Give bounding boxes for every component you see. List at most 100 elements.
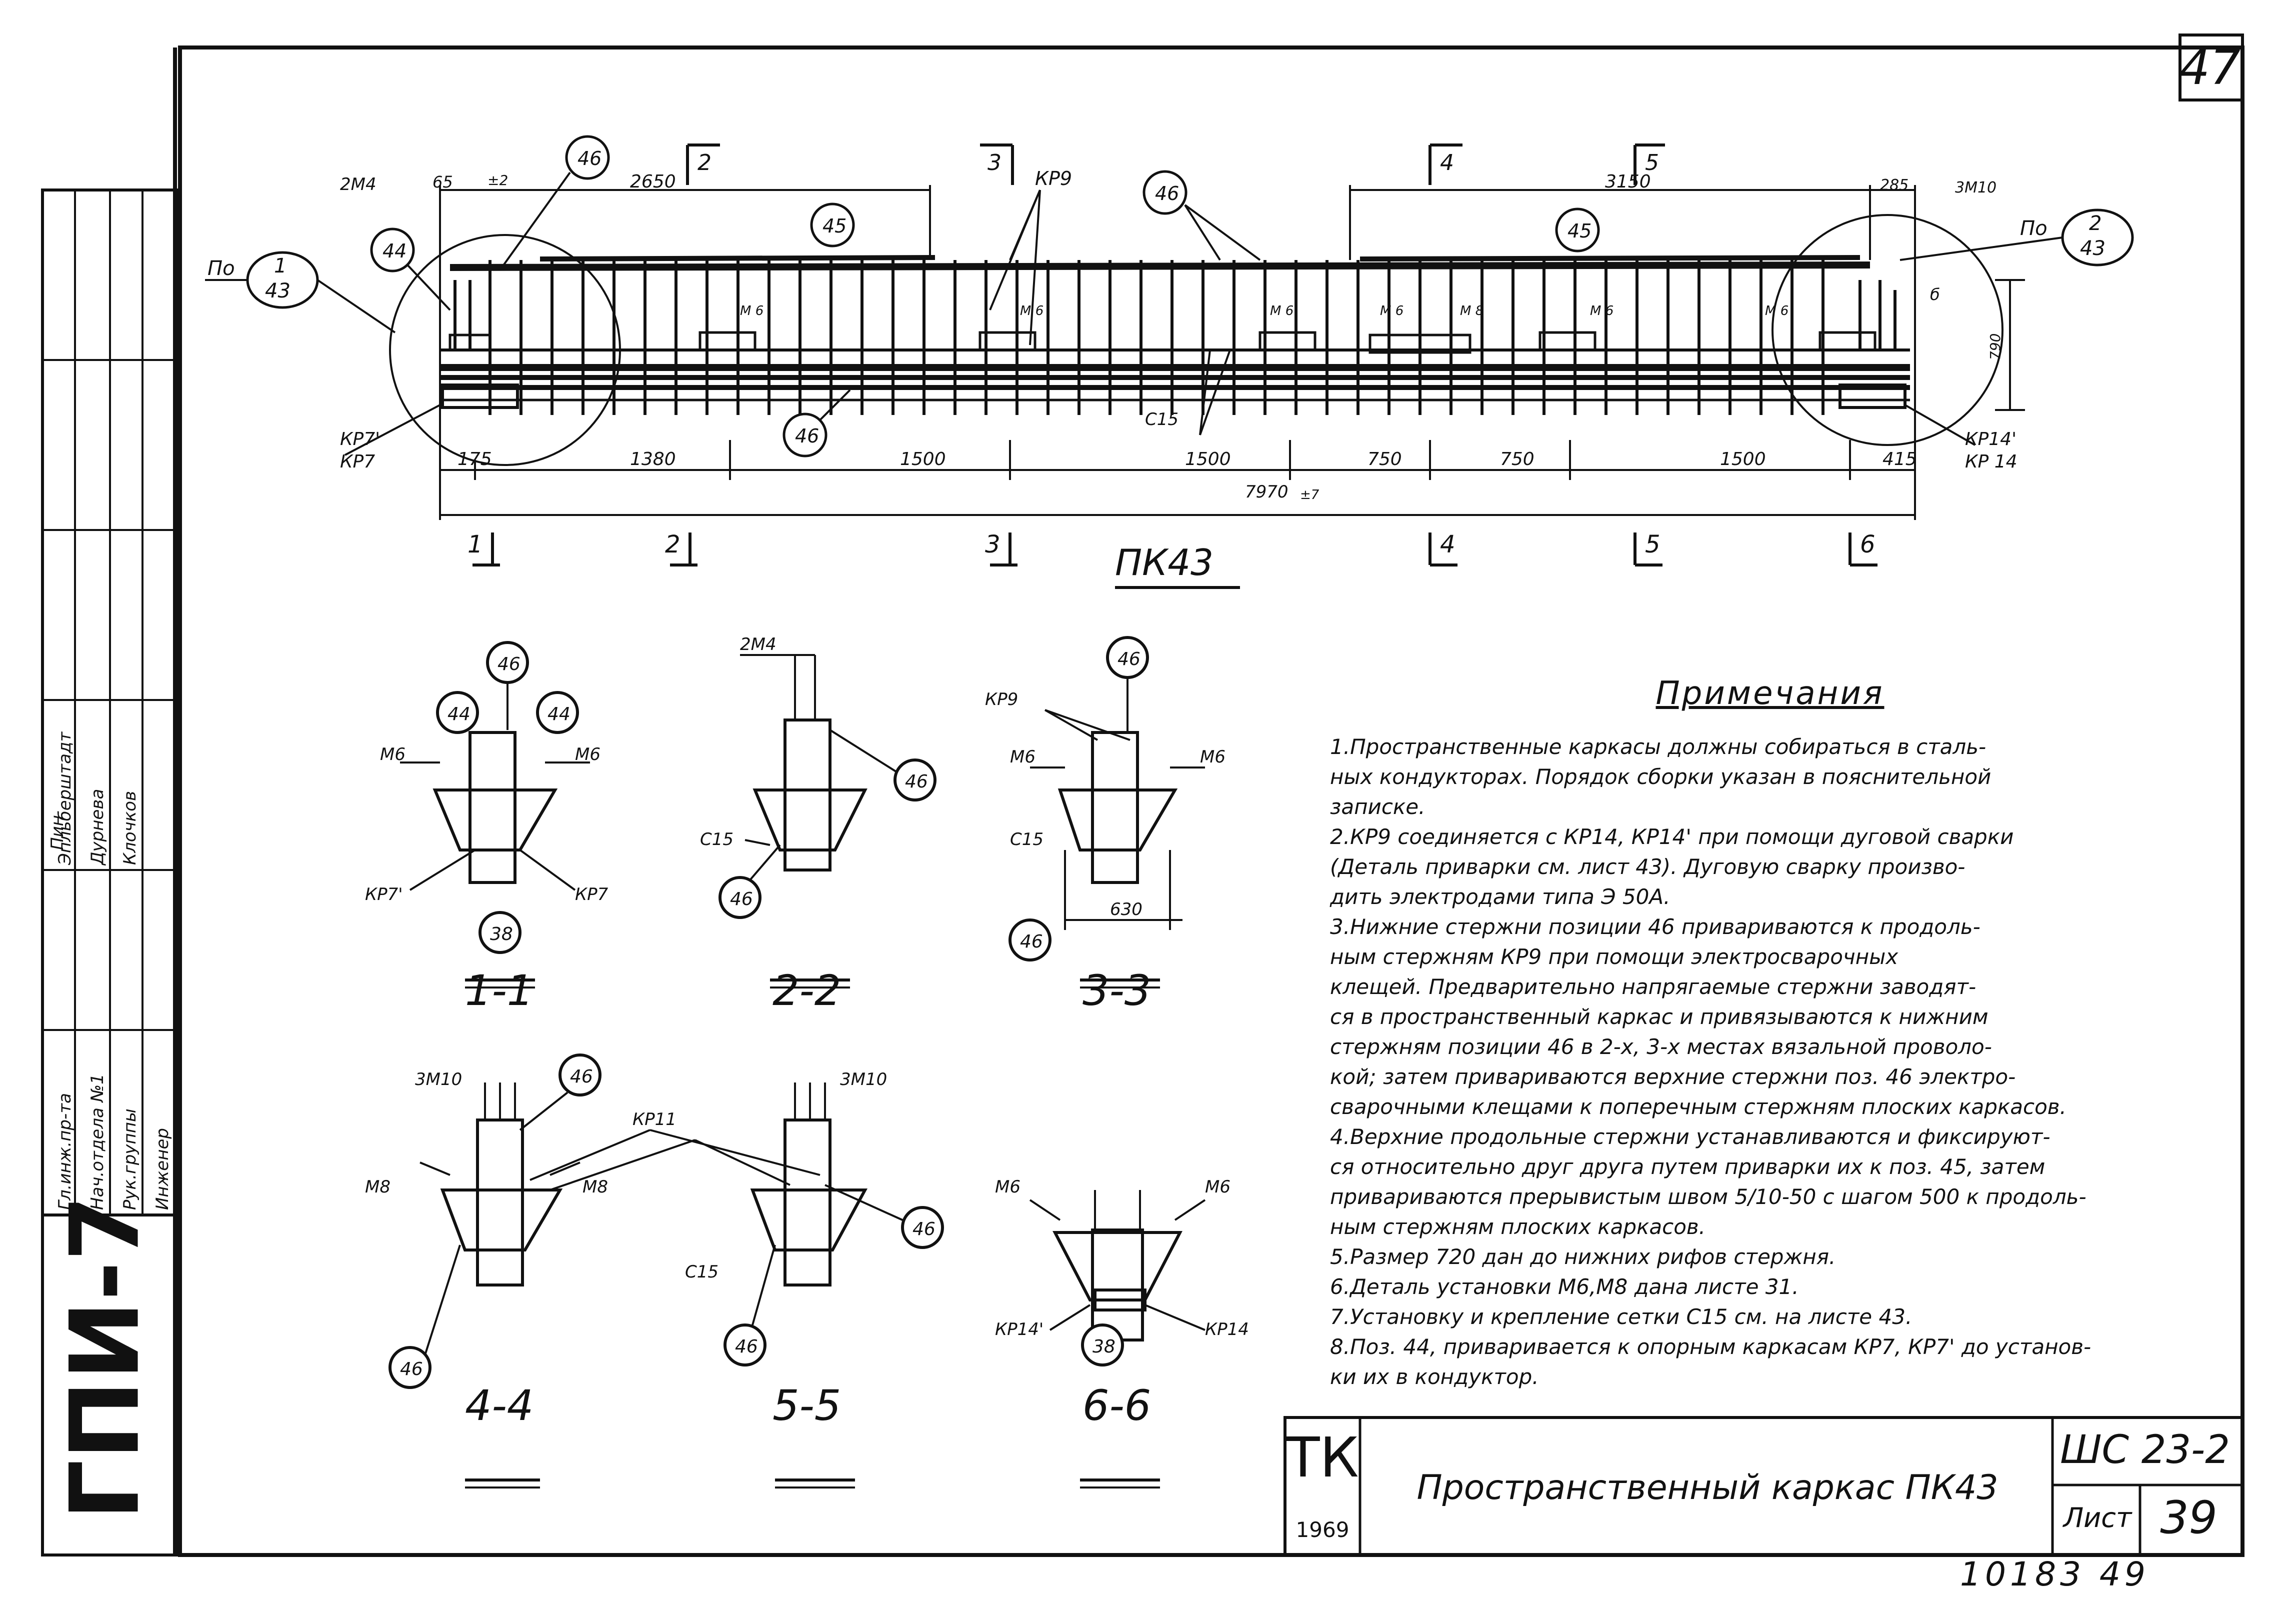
section-title-5-5: 5-5 [772,1381,841,1430]
stamp-role: Нач.отдела №1 [88,1074,108,1210]
note-line: ным стержням КР9 при помощи электросваро… [1330,944,1898,969]
sheet-number: 39 [2160,1491,2218,1544]
cage-elevation [389,214,2004,466]
note-line: 6.Деталь установки М6,М8 дана листе 31. [1330,1274,1799,1299]
dim-bottom-1: 1380 [630,449,676,470]
series-code: ШС 23-2 [2060,1428,2230,1472]
notes-list: 1.Пространственные каркасы должны собира… [1330,732,2210,1392]
dim-bottom-2: 1500 [900,449,946,470]
marker-6: М 6 [1590,304,1614,318]
institute-stamp: ГПИ-7 [45,1195,160,1520]
dim-bottom-5: 750 [1500,449,1534,470]
note-line: 8.Поз. 44, приваривается к опорным карка… [1330,1334,2092,1359]
s11-pos44a: 44 [448,704,470,724]
s33-dim630: 630 [1110,900,1142,920]
label-b: б [1930,285,1940,304]
top-cut-number-4: 4 [1440,150,1454,176]
stirrups [488,260,1824,415]
ref-label-right: По [2020,217,2048,240]
note-line: ки их в кондуктор. [1330,1364,1539,1389]
notes-title: Примечания [1656,675,1884,712]
section-4-4 [388,1054,602,1488]
s11-kp7: КР7 [575,884,608,904]
stamp-role: Инженер [152,1128,172,1210]
s55-pos46b: 46 [735,1336,758,1357]
s55-c15: С15 [685,1262,718,1282]
s33-m6-right: М6 [1200,747,1226,767]
stamp-name: Дурнева [88,788,108,865]
section-cut-marks [472,144,1878,589]
sheet-label: Лист [2063,1502,2132,1534]
detail-right-num: 2 [2089,212,2102,235]
section-title-6-6: 6-6 [1082,1381,1151,1430]
note-line: 3.Нижние стержни позиции 46 привариваютс… [1330,914,1980,939]
detail-left-num: 1 [274,254,286,278]
label-kp14: КР 14 [1965,452,2018,472]
marker-3: М 6 [1270,304,1294,318]
cut-number-1: 1 [468,530,483,558]
org-letters: ТК [1286,1426,1359,1490]
cut-number-5: 5 [1645,530,1660,558]
marker-2: М 6 [1020,304,1044,318]
dim-3150: 3150 [1605,172,1651,192]
dimension-lines [439,185,2025,520]
pos-46-a: 46 [578,148,602,170]
dim-bottom-0: 175 [458,449,492,470]
dim-285: 285 [1880,176,1908,194]
s11-m6-right: М6 [575,744,600,764]
cross-sections [388,636,1206,1488]
stamp-col-header: Пин [48,815,68,850]
detail-circle-right [1772,214,2004,446]
s44-m8-left: М8 [365,1177,390,1197]
top-cut-number-5: 5 [1645,150,1659,176]
s66-kp14a: КР14' [995,1320,1044,1340]
section-1-1 [400,641,590,988]
label-kp7: КР7 [340,452,375,472]
note-line: ным стержням плоских каркасов. [1330,1214,1706,1239]
tol-mark-total: ±7 [1300,488,1320,502]
org-year: 1969 [1296,1518,1350,1542]
note-line: 5.Размер 720 дан до нижних рифов стержня… [1330,1244,1836,1269]
s66-m6-left: М6 [995,1177,1020,1197]
note-line: (Деталь приварки см. лист 43). Дуговую с… [1330,854,1966,879]
cut-number-2: 2 [665,530,680,558]
dim-bottom-4: 750 [1368,449,1402,470]
top-bar [450,262,1870,271]
s55-pos46a: 46 [912,1219,936,1240]
s33-c15: С15 [1010,830,1044,850]
note-line: кой; затем привариваются верхние стержни… [1330,1064,2016,1089]
s44-m8-right: М8 [582,1177,608,1197]
marker-1: М 6 [740,304,764,318]
note-line: ных кондукторах. Порядок сборки указан в… [1330,764,1992,789]
cut-number-3: 3 [985,530,1000,558]
s44-pos46b: 46 [400,1359,423,1380]
note-line: привариваются прерывистым швом 5/10-50 с… [1330,1184,2086,1209]
note-line: ся относительно друг друга путем приварк… [1330,1154,2046,1179]
note-line: 2.КР9 соединяется с КР14, КР14' при помо… [1330,824,2014,849]
dim-2650: 2650 [630,172,676,192]
s22-pos46b: 46 [730,889,753,910]
sheet-title: Пространственный каркас ПК43 [1416,1468,1998,1508]
note-line: дить электродами типа Э 50А. [1330,884,1670,909]
page-number: 47 [2179,40,2241,96]
s55-3m10: 3М10 [840,1070,887,1090]
pos-46-c: 46 [795,425,819,447]
detail-right-den: 43 [2080,237,2106,260]
s33-pos46a: 46 [1118,649,1140,670]
marker-7: М 6 [1765,304,1788,318]
cut-number-6: 6 [1860,530,1876,558]
top-cut-number-2: 2 [698,150,712,176]
institute-code: ГПИ-7 [50,1195,160,1520]
dim-bottom-3: 1500 [1185,449,1231,470]
s66-kp14: КР14 [1205,1320,1249,1340]
note-line: сварочными клещами к поперечным стержням… [1330,1094,2066,1119]
label-kp14a: КР14' [1965,429,2016,450]
sheet-frame-lines [41,34,2244,1557]
section-title-4-4: 4-4 [465,1381,534,1430]
position-bubbles [246,135,2134,458]
note-line: записке. [1330,794,1426,819]
note-line: ся в пространственный каркас и привязыва… [1330,1004,1988,1029]
